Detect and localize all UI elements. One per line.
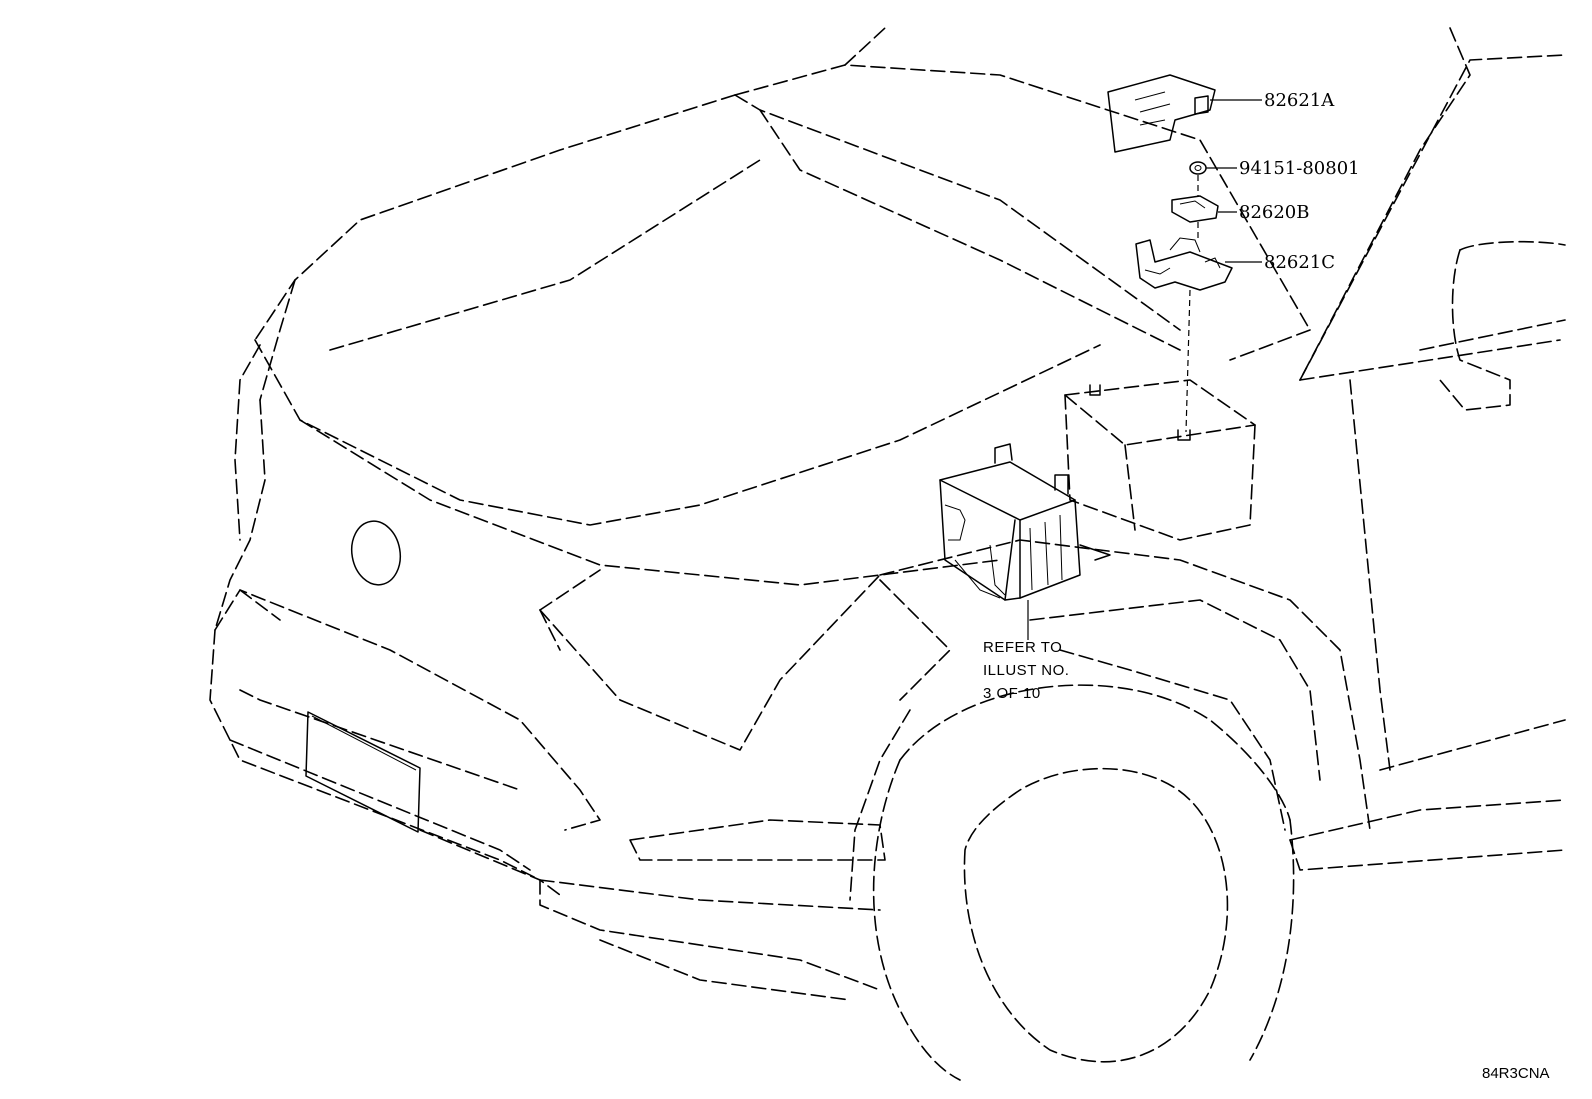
reference-note-line-1: REFER TO xyxy=(983,639,1062,656)
reference-note-line-3: 3 OF 10 xyxy=(983,685,1041,702)
part-label-82621a: 82621A xyxy=(1264,90,1335,111)
leader-lines xyxy=(1027,99,1262,640)
part-82621c-block xyxy=(1135,237,1233,291)
part-94151-80801-nut xyxy=(1189,161,1207,175)
part-label-82621c: 82621C xyxy=(1264,252,1335,273)
reference-note-line-2: ILLUST NO. xyxy=(983,662,1069,679)
part-label-94151-80801: 94151-80801 xyxy=(1239,158,1360,179)
battery xyxy=(1064,379,1256,541)
part-82620b-terminal xyxy=(1171,195,1219,223)
part-82621a-cover xyxy=(1107,74,1216,153)
illustration-code: 84R3CNA xyxy=(1482,1065,1550,1082)
junction-block xyxy=(939,443,1111,601)
part-label-82620b: 82620B xyxy=(1239,202,1310,223)
vehicle-outline xyxy=(209,27,1566,1081)
